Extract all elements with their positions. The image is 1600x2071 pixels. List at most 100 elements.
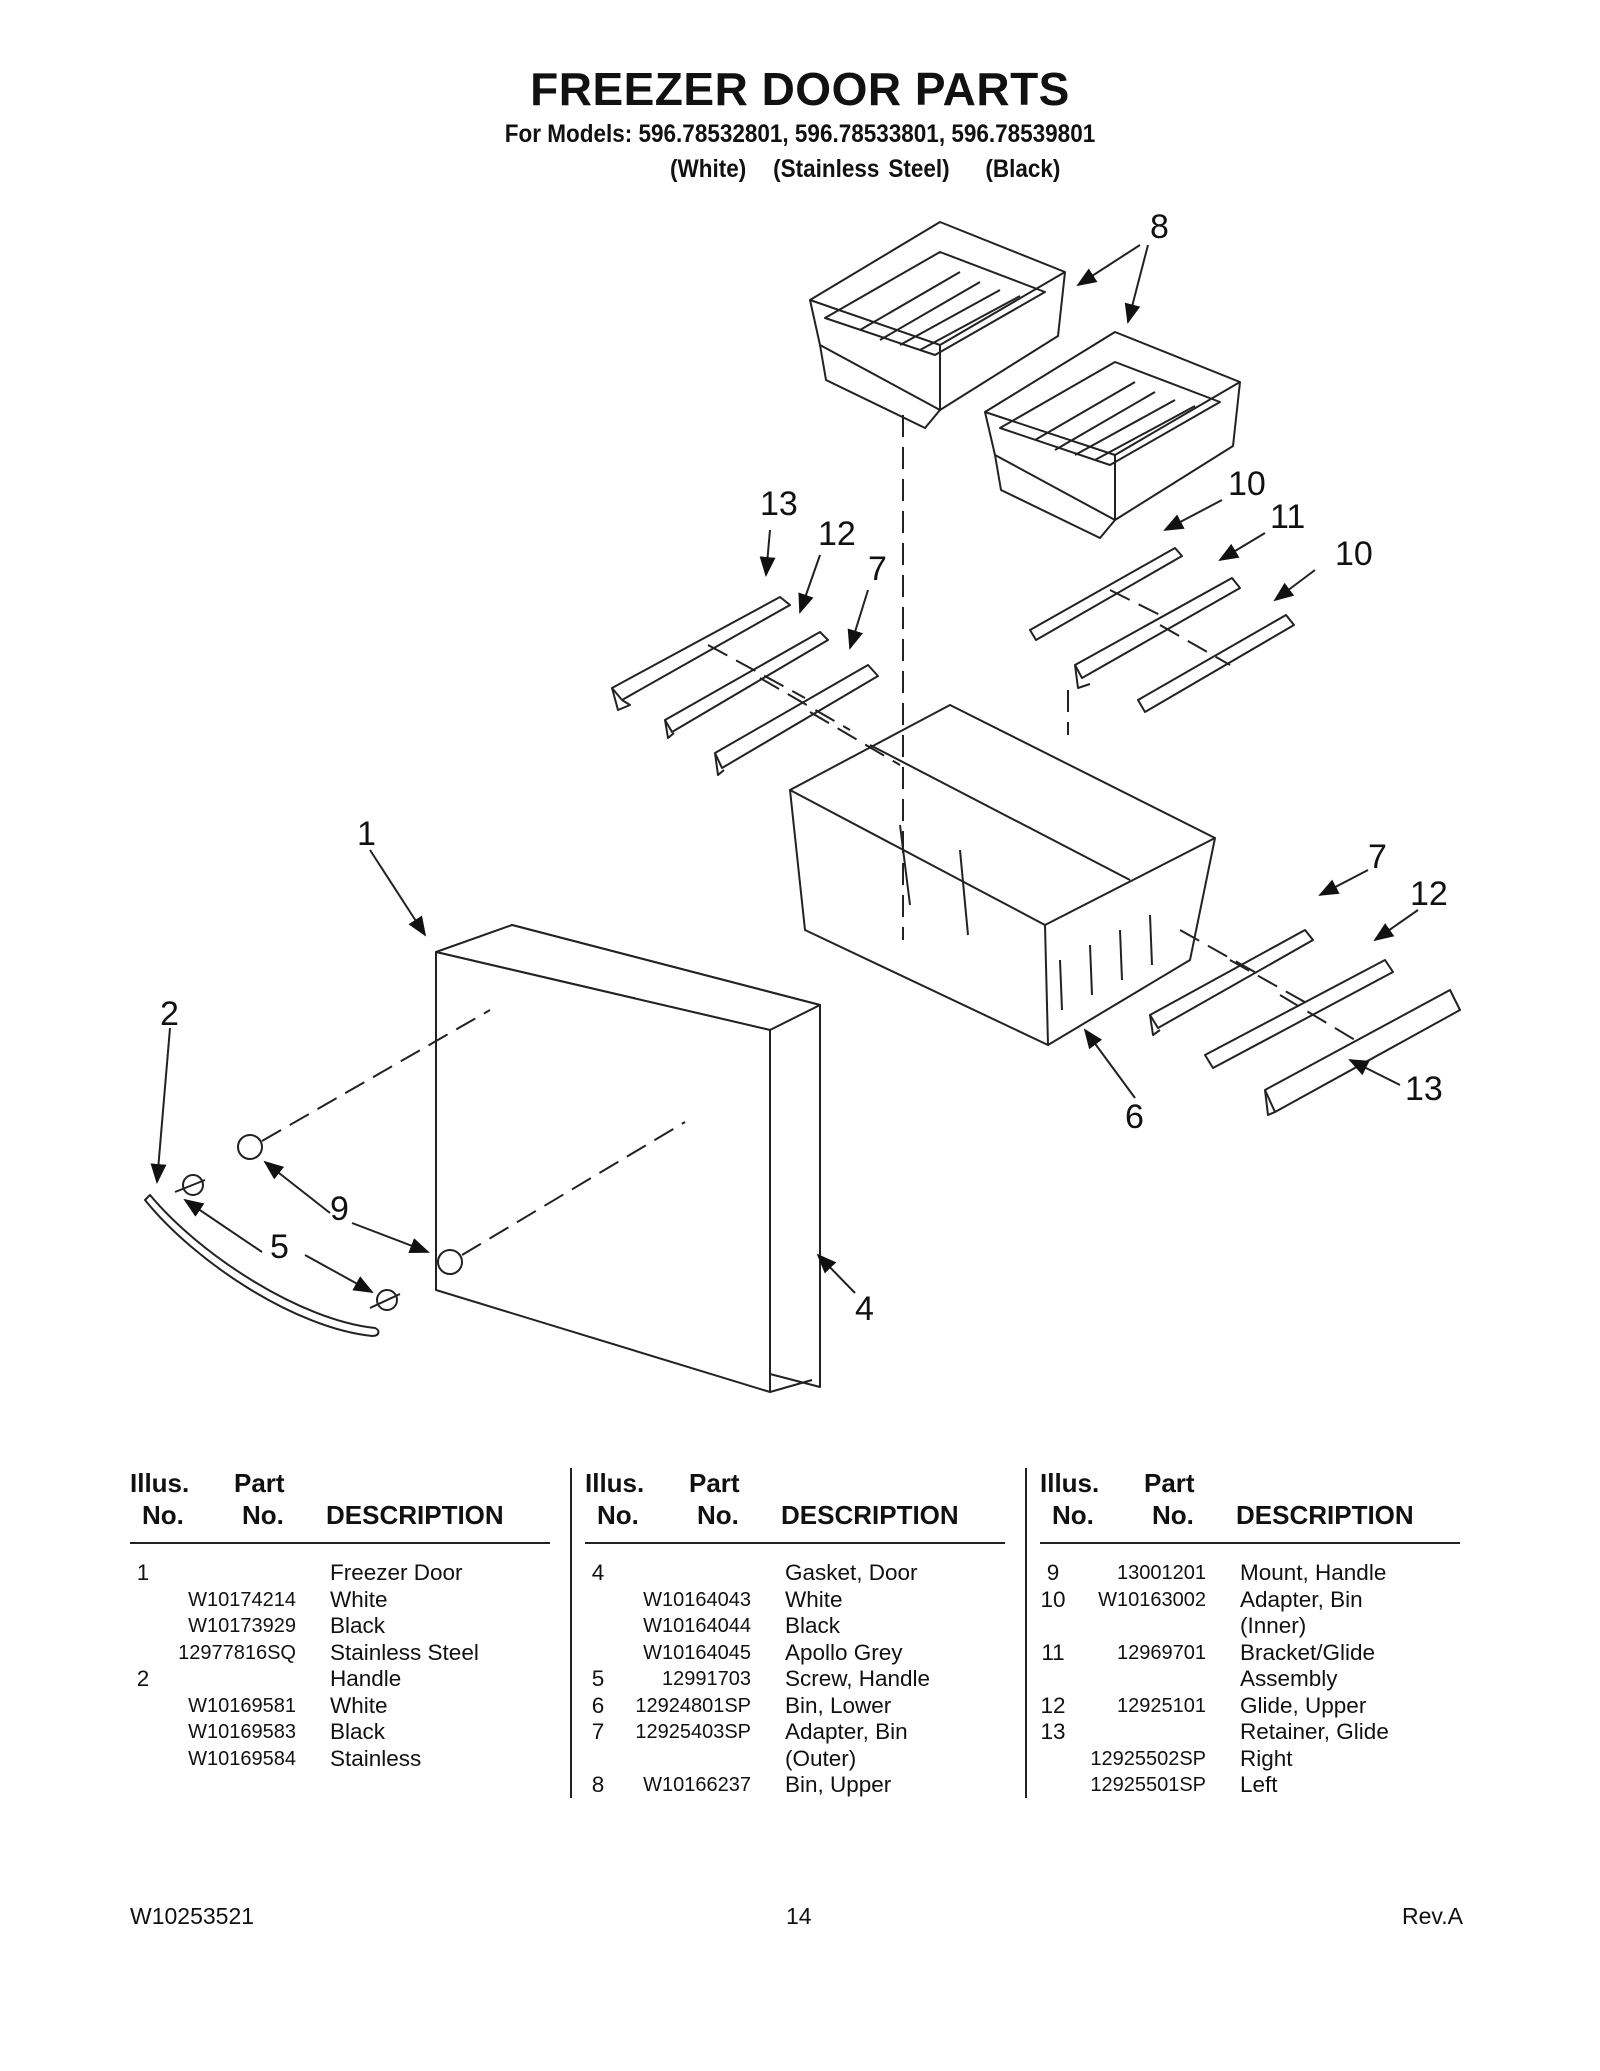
table-row: (Outer)	[585, 1746, 1005, 1773]
header-description: DESCRIPTION	[1236, 1500, 1414, 1530]
header-part: Part	[234, 1468, 285, 1498]
illus-number: 4	[591, 1560, 605, 1585]
callout-5: 5	[270, 1228, 289, 1266]
part-number: W10166237	[643, 1774, 751, 1796]
part-description: Screw, Handle	[785, 1666, 931, 1691]
part-description: Black	[330, 1719, 386, 1744]
callout-13-lower: 13	[1405, 1070, 1443, 1108]
page-title: FREEZER DOOR PARTS	[530, 63, 1070, 115]
header-part-no: No.	[242, 1500, 284, 1530]
callout-1: 1	[357, 815, 376, 853]
part-number: 12925501SP	[1090, 1774, 1206, 1796]
part-number: W10164044	[643, 1615, 751, 1637]
part-description: Bin, Upper	[785, 1772, 892, 1797]
illus-number: 8	[591, 1772, 605, 1797]
table-row: W10169583 Black	[130, 1719, 550, 1746]
part-description: Adapter, Bin	[785, 1719, 908, 1744]
illus-number: 6	[591, 1692, 605, 1718]
part-number: 12924801SP	[635, 1694, 751, 1717]
part-description: Glide, Upper	[1240, 1692, 1367, 1718]
header-illus: Illus.	[1040, 1468, 1100, 1498]
callout-4: 4	[855, 1290, 874, 1328]
part-number: 12977816SQ	[178, 1641, 296, 1664]
part-number: W10169583	[188, 1721, 296, 1743]
table-row: 2 Handle	[130, 1666, 550, 1693]
upper-bin-right	[984, 331, 1241, 539]
illus-number: 5	[591, 1666, 605, 1691]
callout-10-lower: 10	[1335, 535, 1373, 573]
illus-number: 11	[1041, 1639, 1065, 1665]
header-description: DESCRIPTION	[326, 1500, 504, 1530]
illus-number: 10	[1040, 1586, 1066, 1612]
part-description: Right	[1240, 1745, 1293, 1771]
part-description: Stainless	[330, 1745, 422, 1771]
callout-10-upper: 10	[1228, 465, 1266, 503]
exploded-parts-diagram: 8 13 12 7 10 11 10 1 7 12 2 6 13 9 5 4	[144, 208, 1461, 1393]
part-description: Black	[330, 1613, 386, 1638]
upper-bin-left	[809, 221, 1066, 429]
callout-7-upper: 7	[868, 550, 887, 588]
column-divider	[570, 1468, 572, 1798]
table-row: 8 W10166237 Bin, Upper	[585, 1772, 1005, 1799]
table-row: W10164044 Black	[585, 1613, 1005, 1640]
page-number: 14	[786, 1903, 812, 1929]
header-part-no: No.	[697, 1500, 739, 1530]
models-line: For Models: 596.78532801, 596.78533801, …	[504, 120, 1096, 148]
part-description: Handle	[330, 1666, 402, 1691]
illus-number: 12	[1040, 1692, 1066, 1718]
part-number: W10173929	[188, 1615, 296, 1637]
header-illus: Illus.	[130, 1468, 190, 1498]
right-glide-set-upper	[1029, 547, 1295, 713]
header-illus-no: No.	[597, 1500, 639, 1530]
table-row: 4 Gasket, Door	[585, 1560, 1005, 1587]
table-row: 12925502SP Right	[1040, 1746, 1460, 1773]
part-description: White	[330, 1692, 388, 1718]
part-description: Assembly	[1240, 1666, 1338, 1691]
header-description: DESCRIPTION	[781, 1500, 959, 1530]
table-row: W10164045 Apollo Grey	[585, 1640, 1005, 1667]
illus-number: 1	[136, 1560, 150, 1585]
part-description: Adapter, Bin	[1240, 1586, 1363, 1612]
model-variants: (White) (Stainless Steel) (Black)	[670, 155, 1061, 183]
header-illus: Illus.	[585, 1468, 645, 1498]
column-divider	[1025, 1468, 1027, 1798]
part-number: 12925502SP	[1090, 1747, 1206, 1770]
part-description: Apollo Grey	[785, 1639, 903, 1665]
freezer-door	[435, 924, 821, 1393]
table-row: W10173929 Black	[130, 1613, 550, 1640]
part-description: Black	[785, 1613, 841, 1638]
part-number: 12925101	[1117, 1694, 1206, 1717]
illus-number: 7	[591, 1719, 605, 1744]
part-description: Stainless Steel	[330, 1639, 479, 1665]
callout-12-lower: 12	[1410, 875, 1448, 913]
illus-number: 13	[1040, 1719, 1066, 1744]
part-number: 13001201	[1117, 1562, 1206, 1584]
part-description: Bin, Lower	[785, 1692, 892, 1718]
part-number: W10164045	[643, 1641, 751, 1664]
part-description: (Outer)	[785, 1745, 857, 1771]
part-description: White	[785, 1586, 843, 1612]
illus-number: 2	[136, 1666, 150, 1691]
header-part-no: No.	[1152, 1500, 1194, 1530]
part-description: Mount, Handle	[1240, 1560, 1387, 1585]
part-description: White	[330, 1586, 388, 1612]
part-description: Gasket, Door	[785, 1560, 918, 1585]
header-illus-no: No.	[1052, 1500, 1094, 1530]
